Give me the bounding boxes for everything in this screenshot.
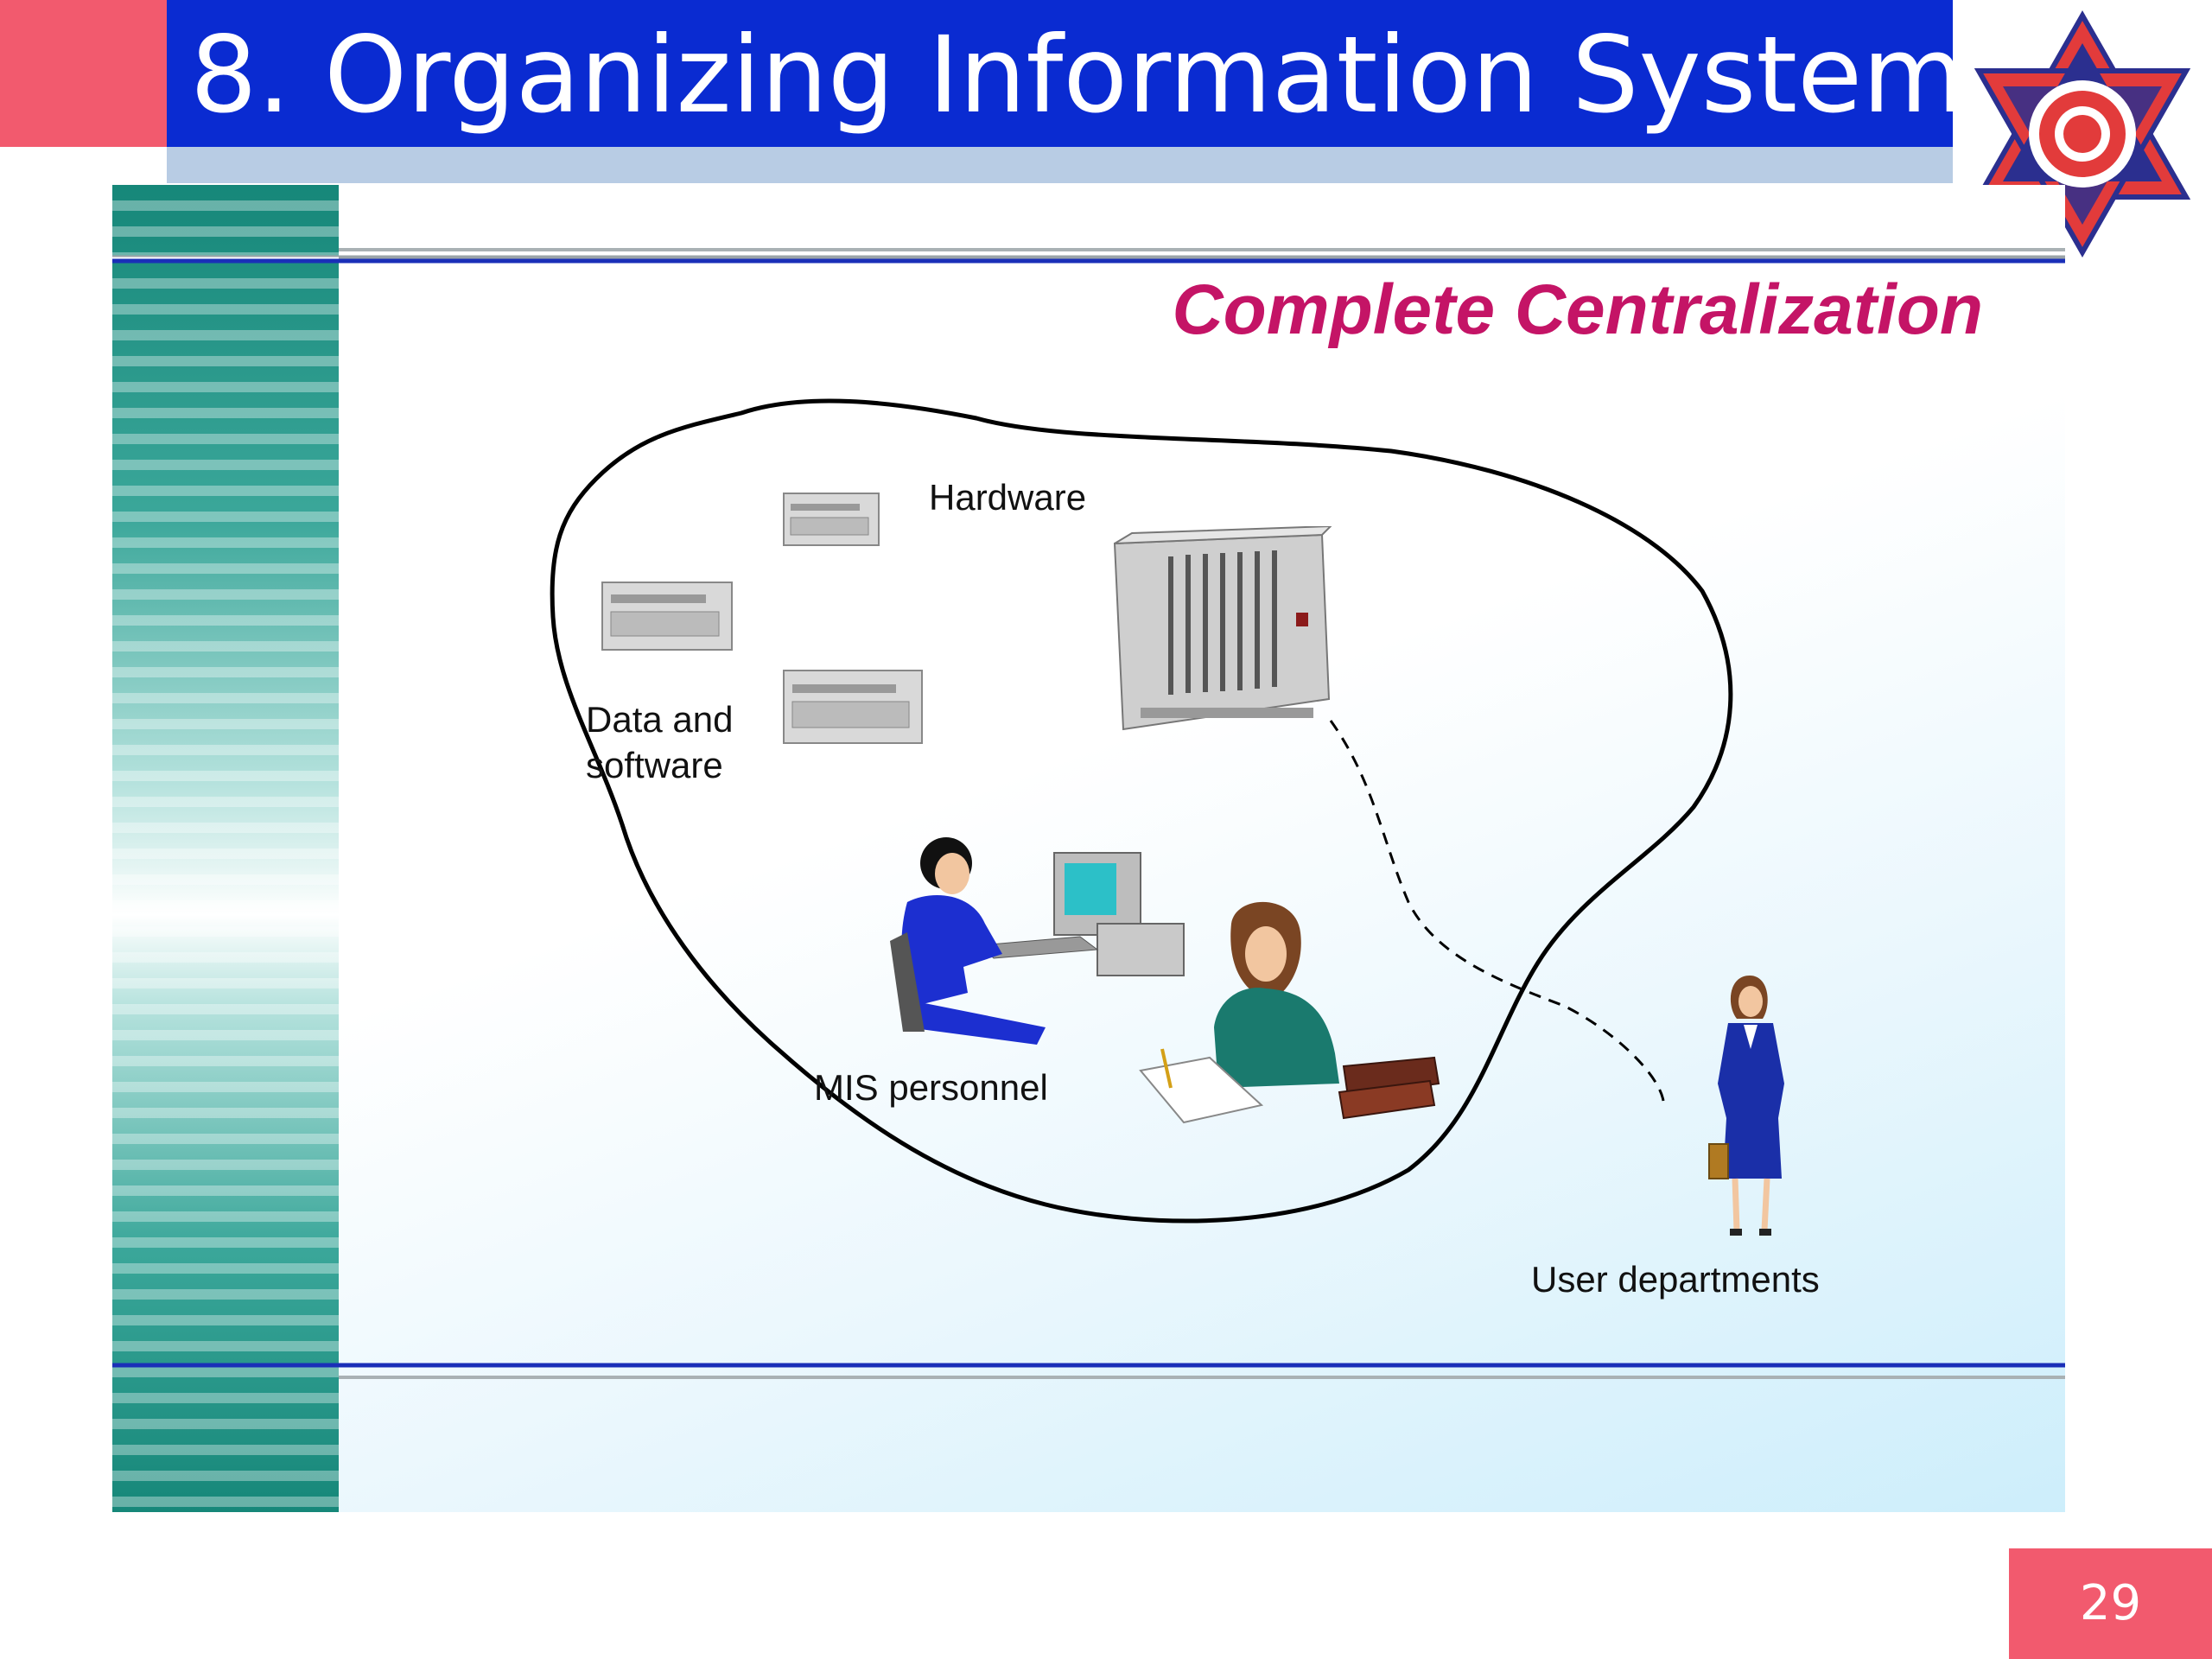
star-emblem-icon [1974, 10, 2191, 258]
corner-accent-block [0, 0, 167, 147]
title-underbar [167, 147, 1953, 183]
diagram-heading: Complete Centralization [1172, 270, 1983, 349]
page-title: 8. Organizing Information Systems [190, 14, 2020, 137]
label-mis-personnel: MIS personnel [814, 1067, 1048, 1108]
drive-unit-icon [783, 493, 880, 546]
server-rack-icon [1113, 526, 1332, 731]
clerk-writing-icon [1139, 901, 1440, 1124]
label-hardware: Hardware [929, 477, 1087, 518]
diagram-frame: Complete Centralization [112, 185, 2065, 1512]
label-data-software-line2: software [586, 745, 723, 785]
centralization-boundary [550, 398, 1733, 1224]
frame-rules [112, 248, 2065, 1379]
slide-number-box [2009, 1548, 2212, 1659]
label-user-departments: User departments [1531, 1259, 1820, 1300]
decorative-stripe-column [112, 185, 339, 1512]
business-user-icon [1708, 976, 1784, 1236]
university-logo [1974, 10, 2191, 258]
title-bar [167, 0, 1953, 147]
label-data-software-line1: Data and [586, 699, 734, 740]
computer-operator-icon [890, 837, 1185, 1045]
slide-number: 29 [2079, 1575, 2142, 1631]
drive-unit-icon [783, 670, 923, 744]
drive-unit-icon [601, 582, 733, 651]
